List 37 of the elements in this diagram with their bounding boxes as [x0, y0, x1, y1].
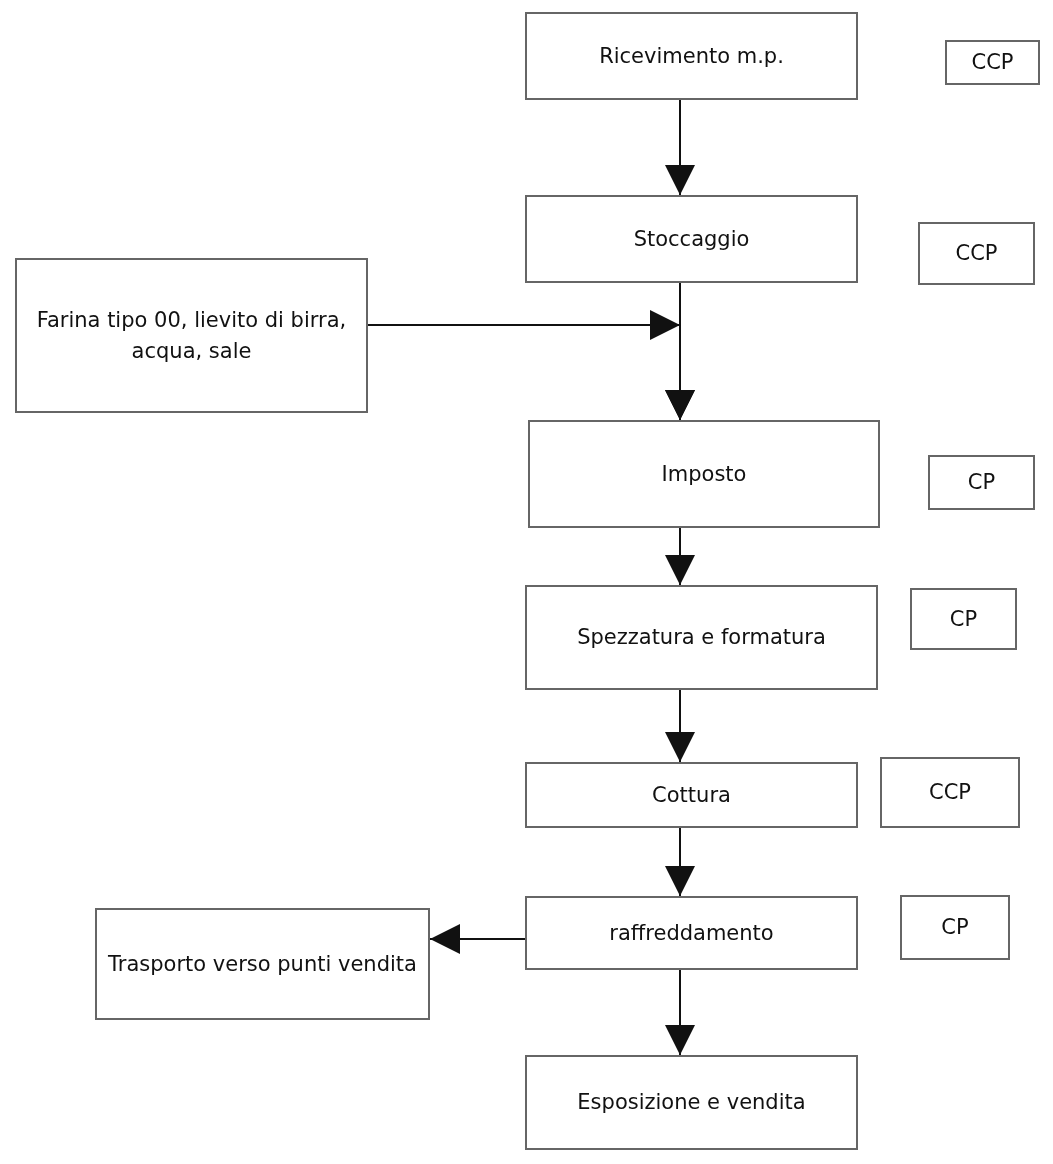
process-box	[525, 12, 858, 100]
box-label: Trasporto verso punti vendita	[107, 950, 418, 978]
process-box	[918, 222, 1035, 285]
box-label: Spezzatura e formatura	[576, 624, 827, 652]
process-box	[525, 896, 858, 970]
process-box	[900, 895, 1010, 960]
box-label: CP	[948, 605, 979, 633]
arrow	[429, 924, 526, 954]
process-box	[945, 40, 1040, 85]
process-box	[525, 195, 858, 283]
arrow	[665, 689, 695, 763]
process-box	[525, 762, 858, 828]
process-box	[910, 588, 1017, 650]
process-box	[880, 757, 1020, 828]
arrow	[665, 969, 695, 1056]
process-box	[15, 258, 368, 413]
box-label: CCP	[928, 779, 972, 807]
process-box	[525, 1055, 858, 1150]
process-box	[928, 455, 1035, 510]
box-label: Ricevimento m.p.	[598, 42, 785, 70]
box-label: Farina tipo 00, lievito di birra, acqua, sale	[35, 307, 348, 365]
box-label: CP	[940, 914, 970, 942]
box-label: raffreddamento	[608, 919, 775, 947]
arrow	[367, 310, 695, 421]
arrow	[665, 527, 695, 586]
arrow	[665, 99, 695, 196]
arrow	[665, 827, 695, 897]
box-label: Stoccaggio	[632, 225, 751, 253]
box-label: CCP	[954, 240, 999, 268]
process-box	[525, 585, 878, 690]
process-box	[528, 420, 880, 528]
box-label: CCP	[970, 49, 1015, 77]
box-label: CP	[966, 469, 997, 497]
box-label: Imposto	[660, 460, 748, 488]
box-label: Cottura	[651, 781, 732, 809]
box-label: Esposizione e vendita	[576, 1089, 807, 1117]
process-box	[95, 908, 430, 1020]
